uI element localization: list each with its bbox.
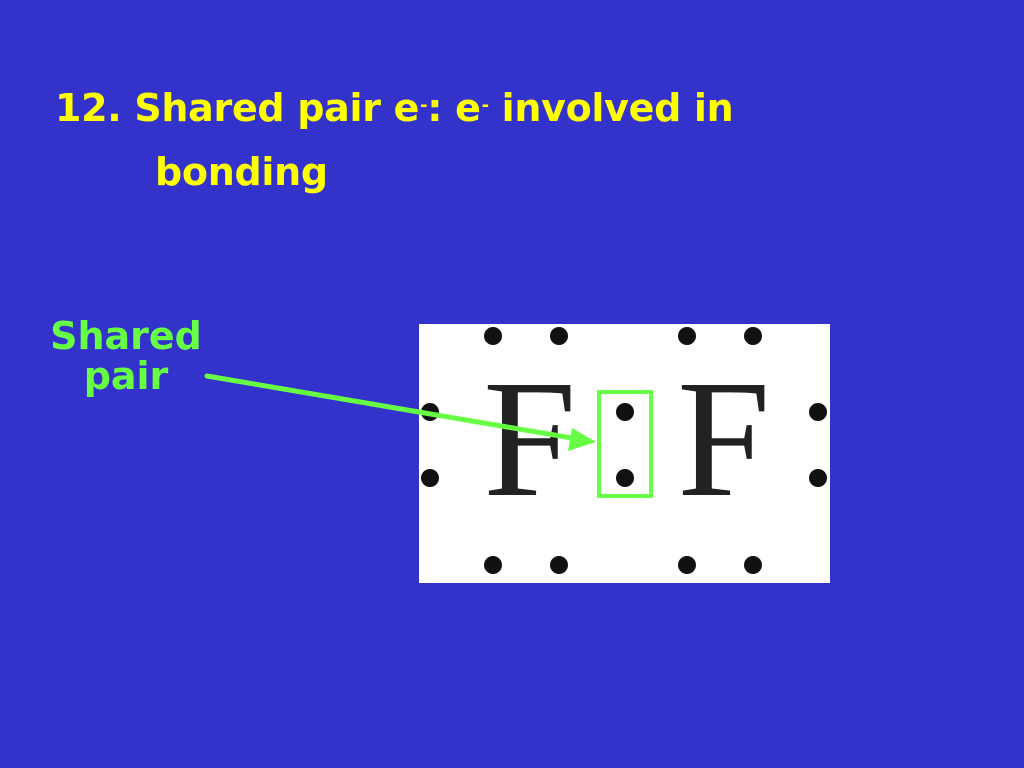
title-text-part3: involved in xyxy=(488,86,734,130)
lone-pair-electron-dot xyxy=(678,327,696,345)
lone-pair-electron-dot xyxy=(421,403,439,421)
lone-pair-electron-dot xyxy=(550,327,568,345)
lone-pair-electron-dot xyxy=(809,469,827,487)
lewis-structure-image: F F xyxy=(419,324,830,583)
fluorine-atom-right: F xyxy=(677,346,771,532)
title-text-part2: : e xyxy=(427,86,481,130)
fluorine-atom-left: F xyxy=(483,346,577,532)
lone-pair-electron-dot xyxy=(484,327,502,345)
title-text-part1: 12. Shared pair e xyxy=(55,86,420,130)
shared-pair-electron-dot xyxy=(616,403,634,421)
lone-pair-electron-dot xyxy=(421,469,439,487)
shared-pair-label-line2: pair xyxy=(83,354,169,398)
lone-pair-electron-dot xyxy=(744,327,762,345)
title-superscript-1: - xyxy=(420,95,428,116)
shared-pair-label-line1: Shared xyxy=(50,314,202,358)
lone-pair-electron-dot xyxy=(744,556,762,574)
shared-pair-label: Shared pair xyxy=(28,316,224,396)
shared-pair-highlight-box xyxy=(597,390,653,498)
title-superscript-2: - xyxy=(481,95,489,116)
title-text-line2: bonding xyxy=(155,150,328,194)
lone-pair-electron-dot xyxy=(678,556,696,574)
lone-pair-electron-dot xyxy=(809,403,827,421)
lone-pair-electron-dot xyxy=(550,556,568,574)
shared-pair-electron-dot xyxy=(616,469,634,487)
lone-pair-electron-dot xyxy=(484,556,502,574)
